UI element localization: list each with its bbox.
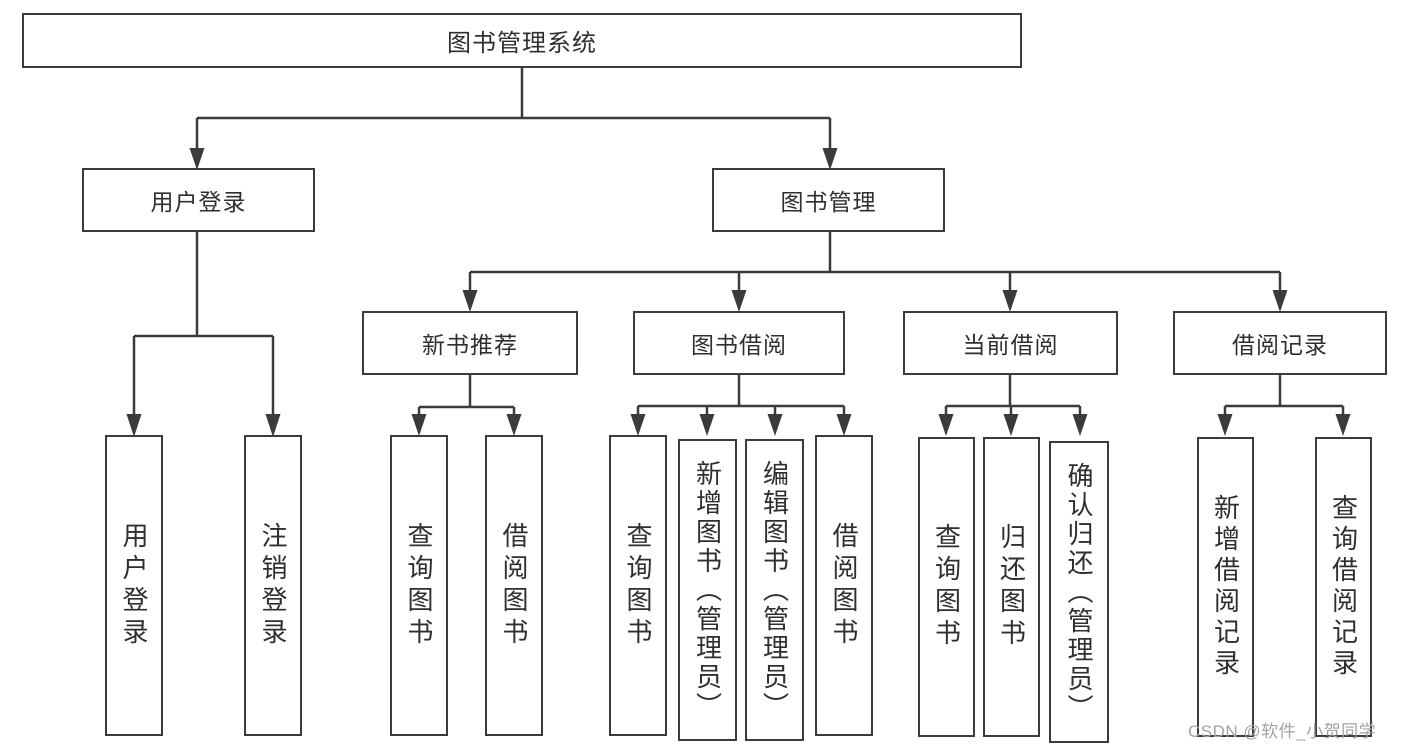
node-book-management: 图书管理 — [712, 168, 945, 232]
connector-user-login-to-children — [126, 232, 281, 437]
connector-book-management-to-modules — [462, 232, 1288, 312]
node-book-borrow: 图书借阅 — [633, 311, 845, 375]
node-leaf-query-borrow-record: 查询借阅记录 — [1315, 437, 1372, 737]
connector-root-to-level2 — [189, 68, 838, 170]
node-leaf-query-books-current: 查询图书 — [918, 437, 975, 737]
connector-borrow-records-to-children — [1217, 375, 1351, 436]
node-leaf-edit-books-admin: 编辑图书（管理员） — [745, 439, 804, 741]
node-leaf-confirm-return-admin: 确认归还（管理员） — [1049, 441, 1109, 743]
node-new-book-recommend: 新书推荐 — [362, 311, 578, 375]
connector-book-borrow-to-children — [630, 375, 852, 436]
node-leaf-borrow-books: 借阅图书 — [815, 435, 873, 736]
node-leaf-query-books-recommend: 查询图书 — [390, 435, 448, 736]
connector-current-borrow-to-children — [938, 375, 1088, 436]
node-leaf-return-books: 归还图书 — [983, 437, 1040, 737]
node-current-borrow: 当前借阅 — [903, 311, 1118, 375]
node-leaf-user-login: 用户登录 — [105, 435, 163, 736]
node-leaf-add-books-admin: 新增图书（管理员） — [678, 439, 737, 741]
node-root-library-system: 图书管理系统 — [22, 13, 1022, 68]
node-borrow-records: 借阅记录 — [1173, 311, 1387, 375]
csdn-watermark: CSDN @软件_小贺同学 — [1188, 722, 1377, 741]
node-leaf-add-borrow-record: 新增借阅记录 — [1197, 437, 1254, 737]
node-leaf-logout: 注销登录 — [244, 435, 302, 736]
node-user-login: 用户登录 — [82, 168, 315, 232]
connector-new-books-to-children — [411, 375, 522, 436]
node-leaf-borrow-books-recommend: 借阅图书 — [485, 435, 543, 736]
node-leaf-query-books-borrow: 查询图书 — [609, 435, 667, 736]
